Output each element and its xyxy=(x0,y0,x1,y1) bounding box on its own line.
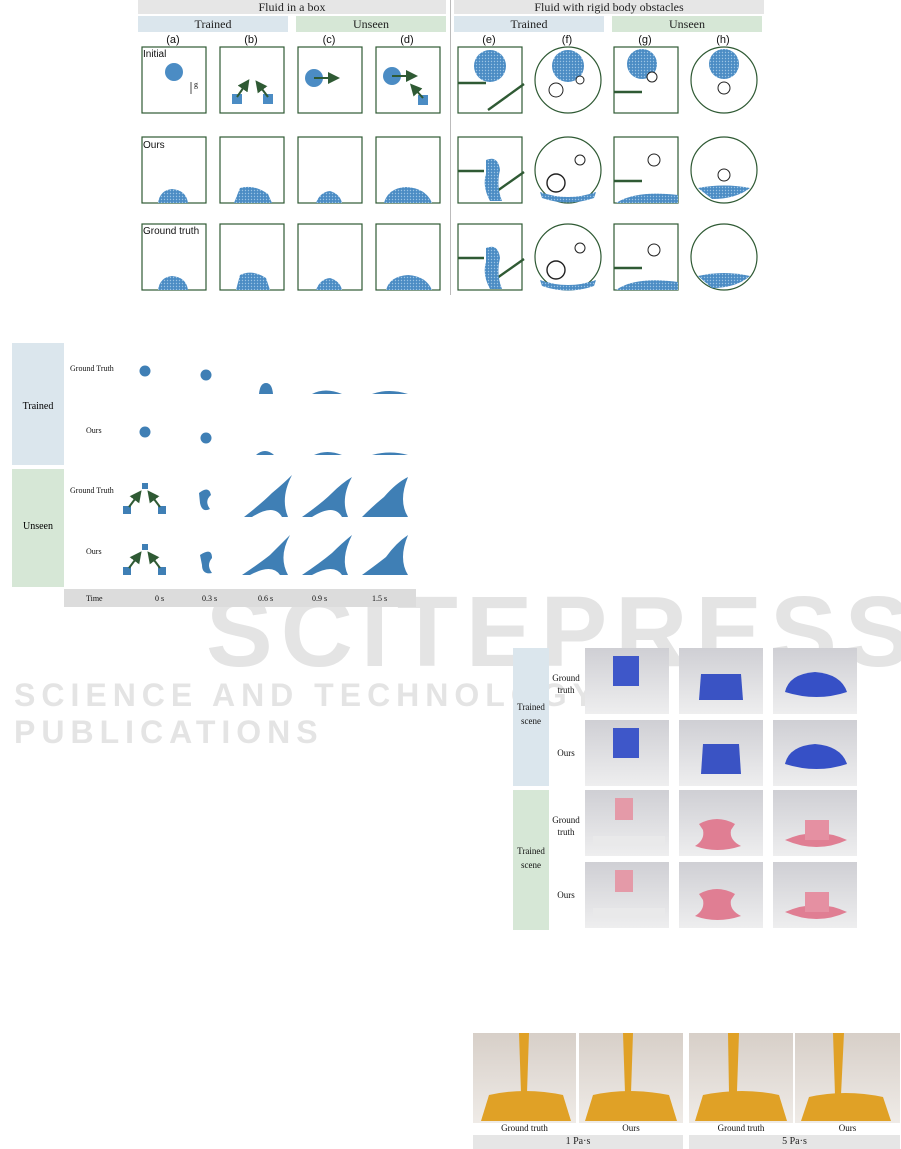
trained-scene-band-1 xyxy=(513,648,549,786)
scene-label: Trained scene xyxy=(517,846,545,870)
figure-fluid-grid: Fluid in a box Fluid with rigid body obs… xyxy=(136,0,766,295)
column-letter: (g) xyxy=(638,34,652,46)
gravity-label: g xyxy=(194,80,198,89)
time-label: Time xyxy=(86,594,103,603)
panel-caption: Ours xyxy=(838,1123,857,1133)
panel-caption: Ground truth xyxy=(501,1123,548,1133)
label-unseen-left: Unseen xyxy=(296,16,446,32)
row-label: Ground truth xyxy=(552,673,580,695)
row-label-ground-truth: Ground truth xyxy=(143,226,200,237)
label-unseen-right: Unseen xyxy=(612,16,762,32)
unseen-band xyxy=(12,469,64,587)
column-letter: (f) xyxy=(561,34,573,46)
panel-caption: Ground truth xyxy=(717,1123,765,1133)
column-letter: (d) xyxy=(400,34,414,46)
label-trained-left: Trained xyxy=(138,16,288,32)
row-label: Ours xyxy=(86,547,102,556)
fluid-grid-svg xyxy=(141,46,758,291)
watermark-subtext: SCIENCE AND TECHNOLOGY PUBLICATIONS xyxy=(14,677,600,750)
time-tick: 0.9 s xyxy=(312,594,328,603)
viscosity-5: 5 Pa·s xyxy=(689,1135,900,1149)
column-letter: (e) xyxy=(482,34,496,46)
band-label-trained: Trained xyxy=(22,401,54,412)
column-letter: (a) xyxy=(166,34,180,46)
row-label-ours: Ours xyxy=(143,140,165,151)
figure-timeline: Trained Unseen Ground Truth Ours Ground … xyxy=(12,343,416,608)
row-label: Ours xyxy=(557,890,575,900)
row-label: Ours xyxy=(86,426,102,435)
viscosity-svg xyxy=(473,1033,900,1123)
time-bar xyxy=(64,589,416,607)
row-label: Ground Truth xyxy=(70,486,114,495)
band-label-unseen: Unseen xyxy=(23,521,53,532)
time-tick: 0.6 s xyxy=(258,594,274,603)
row-label: Ground truth xyxy=(552,815,580,837)
figure-viscosity: Ground truth Ours Ground truth Ours 1 Pa… xyxy=(473,1033,900,1149)
time-tick: 1.5 s xyxy=(372,594,388,603)
row-label-initial: Initial xyxy=(143,49,167,60)
trained-band xyxy=(12,343,64,465)
row-label: Ground Truth xyxy=(70,364,114,373)
scene-label: Trained scene xyxy=(517,702,545,726)
column-divider xyxy=(450,0,451,295)
time-tick: 0 s xyxy=(155,594,165,603)
time-tick: 0.3 s xyxy=(202,594,218,603)
figure-render-grid: Trained scene Trained scene Ground truth… xyxy=(513,648,858,930)
column-letter: (h) xyxy=(716,34,730,46)
timeline-svg xyxy=(123,365,408,575)
column-letter: (b) xyxy=(244,34,258,46)
header-fluid-rigid: Fluid with rigid body obstacles xyxy=(454,0,764,14)
viscosity-1: 1 Pa·s xyxy=(473,1135,683,1149)
render-grid-svg xyxy=(585,648,857,928)
header-fluid-in-box: Fluid in a box xyxy=(138,0,446,14)
column-letter: (c) xyxy=(322,34,336,46)
panel-caption: Ours xyxy=(622,1123,640,1133)
trained-scene-band-2 xyxy=(513,790,549,930)
label-trained-right: Trained xyxy=(454,16,604,32)
row-label: Ours xyxy=(557,748,575,758)
